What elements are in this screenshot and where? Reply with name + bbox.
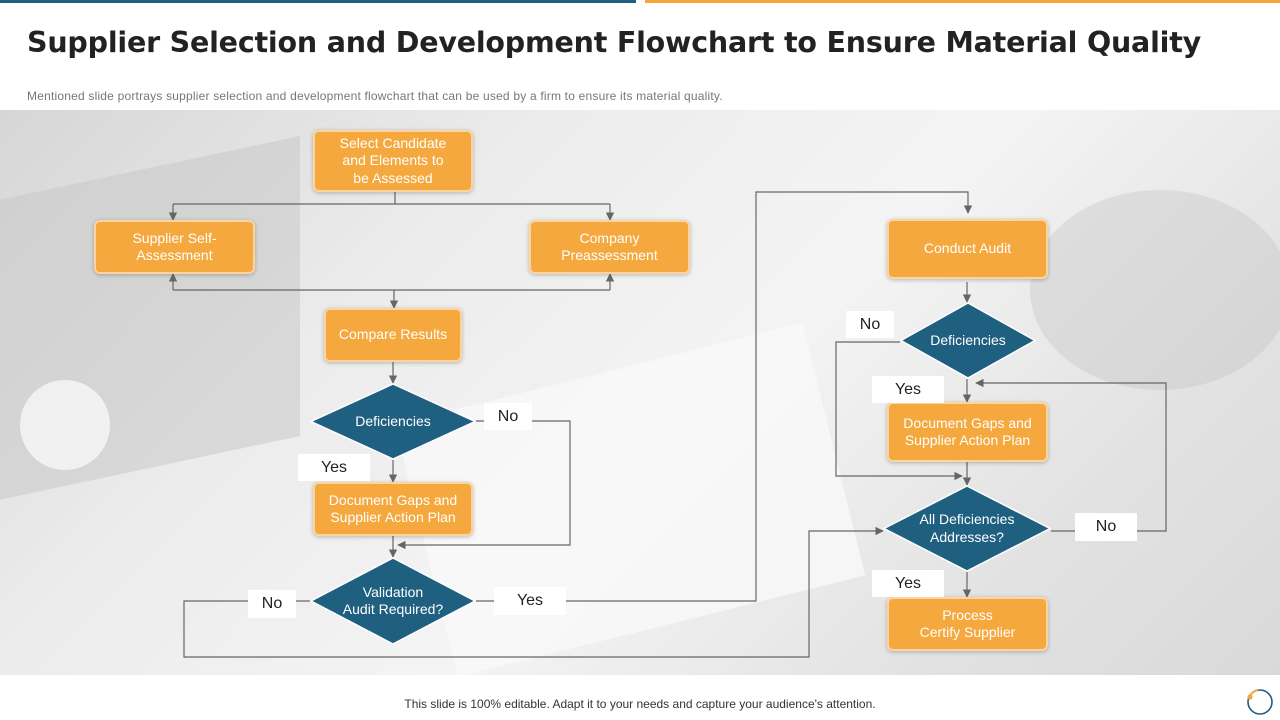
background-photo-panel [0, 110, 1280, 675]
deficiencies-left-diamond: Deficiencies [355, 412, 431, 429]
compare-results-box: Compare Results [324, 308, 462, 362]
select-candidate-box: Select Candidate and Elements to be Asse… [313, 130, 473, 192]
top-accent-bar-blue [0, 0, 636, 3]
background-hand-shape [1030, 190, 1280, 390]
all-addressed-diamond: All Deficiencies Addresses? [919, 511, 1015, 545]
top-accent-bar-orange [645, 0, 1280, 3]
validation-audit-diamond-shape [310, 557, 476, 645]
label-yes-right-deficiencies: Yes [872, 376, 944, 403]
label-yes-validation: Yes [494, 587, 566, 615]
page-subtitle: Mentioned slide portrays supplier select… [27, 89, 723, 103]
background-cup-shape [20, 380, 110, 470]
deficiencies-right-diamond-shape [900, 302, 1036, 379]
company-preassessment-box: Company Preassessment [529, 220, 690, 274]
label-no-all-addressed: No [1075, 513, 1137, 541]
label-yes-left-deficiencies: Yes [298, 454, 370, 481]
label-no-right-deficiencies: No [846, 311, 894, 338]
deficiencies-left-diamond-shape [310, 383, 476, 460]
brand-logo-icon [1247, 689, 1273, 715]
label-no-validation: No [248, 590, 296, 618]
document-gaps-right-box: Document Gaps and Supplier Action Plan [887, 402, 1048, 462]
page-title: Supplier Selection and Development Flowc… [27, 26, 1202, 59]
process-certify-box: Process Certify Supplier [887, 597, 1048, 651]
validation-audit-diamond: Validation Audit Required? [342, 583, 444, 618]
label-yes-all-addressed: Yes [872, 570, 944, 597]
document-gaps-left-box: Document Gaps and Supplier Action Plan [313, 482, 473, 536]
supplier-self-assessment-box: Supplier Self- Assessment [94, 220, 255, 274]
footer-note: This slide is 100% editable. Adapt it to… [404, 697, 876, 711]
deficiencies-right-diamond: Deficiencies [930, 331, 1006, 348]
label-no-left-deficiencies: No [484, 403, 532, 430]
all-addressed-diamond-shape [883, 485, 1051, 572]
conduct-audit-box: Conduct Audit [887, 219, 1048, 279]
